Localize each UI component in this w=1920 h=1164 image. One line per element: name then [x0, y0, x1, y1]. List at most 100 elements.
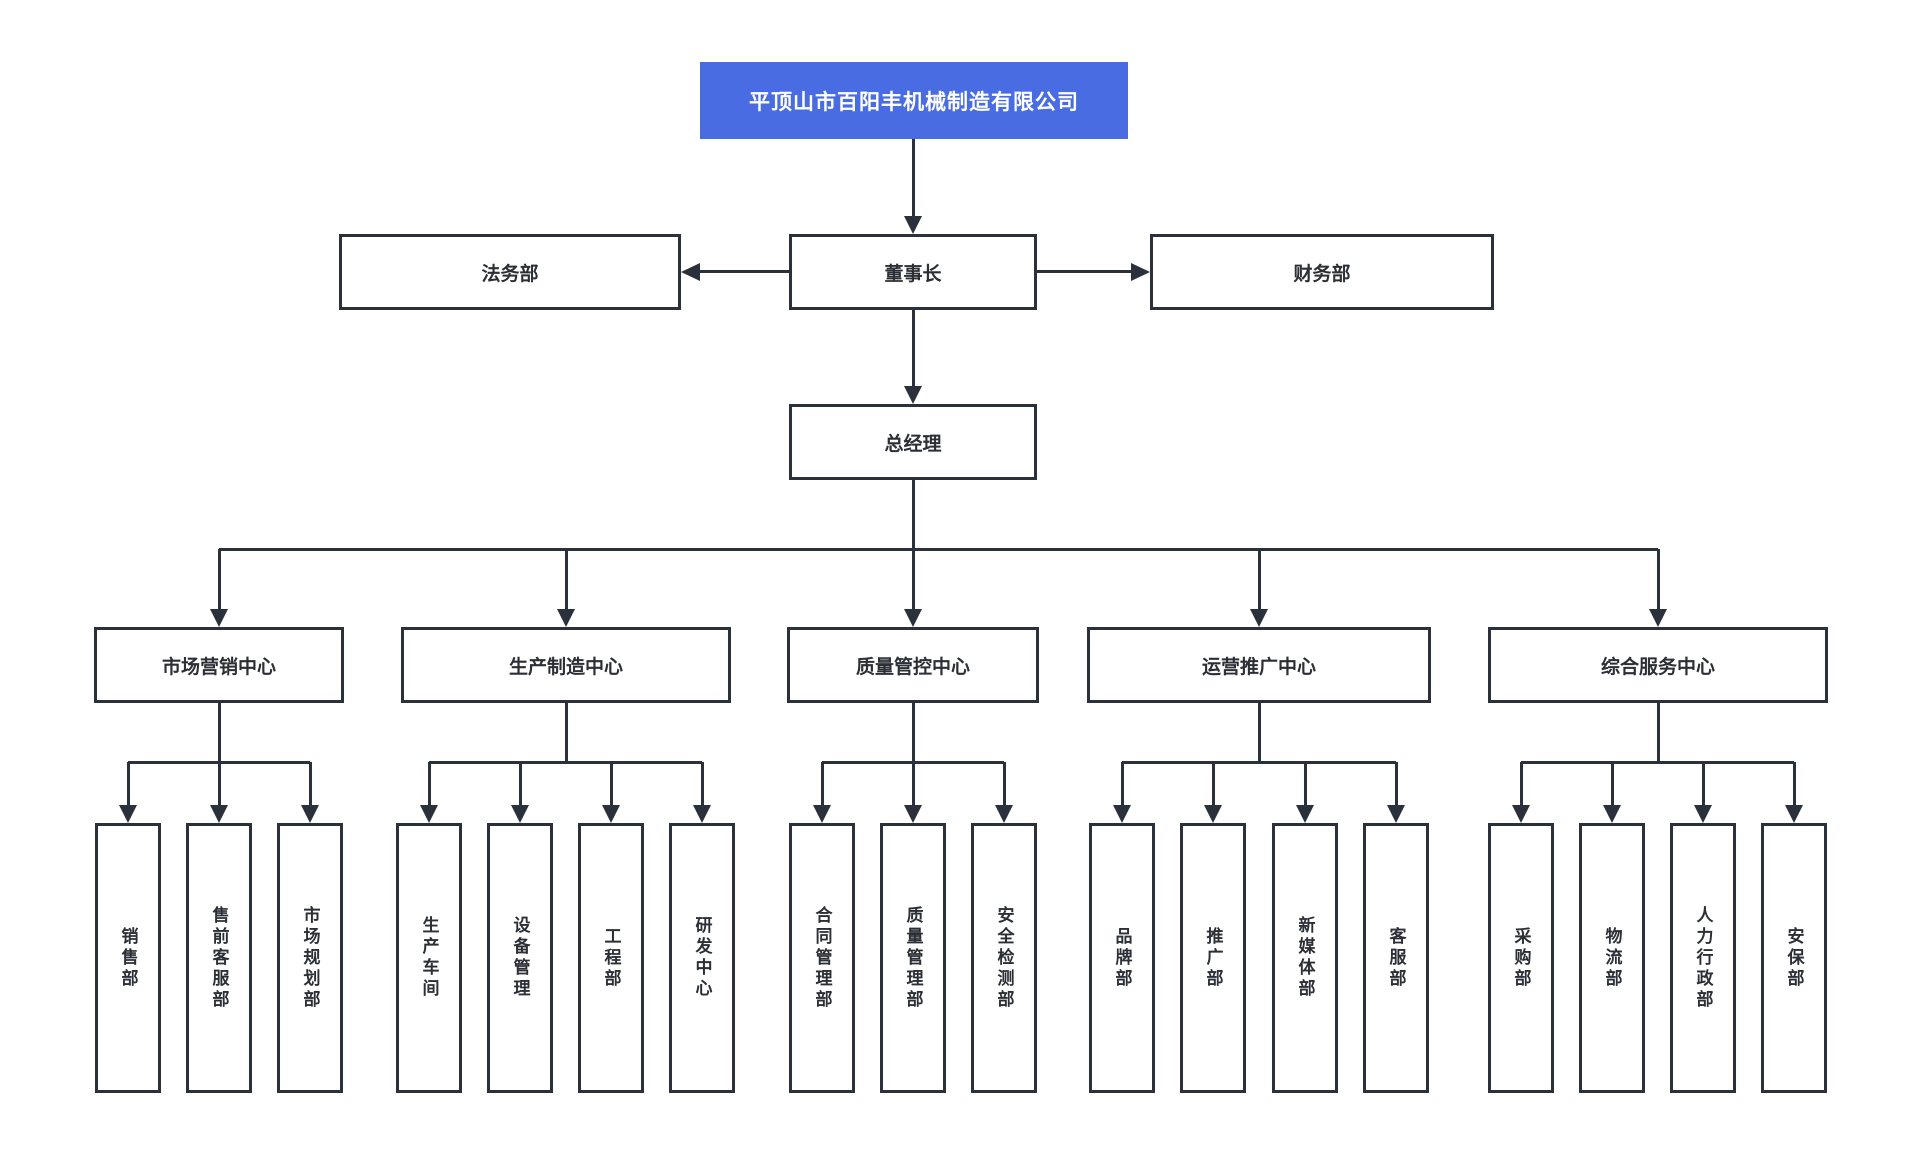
node-general-manager: 总经理 [789, 404, 1037, 480]
arrowhead-drop-safety [995, 805, 1013, 823]
connector-stub-marketing [218, 703, 221, 764]
connector-drop-safety [1003, 762, 1006, 807]
arrowhead-chairman-legal [681, 263, 700, 281]
connector-drop-presales [218, 762, 221, 807]
arrowhead-drop-hr-admin [1694, 805, 1712, 823]
node-safety-inspection-dept: 安全检测部 [971, 823, 1037, 1093]
node-label: 法务部 [481, 263, 539, 285]
node-label: 运营推广中心 [1201, 656, 1316, 678]
node-label: 平顶山市百阳丰机械制造有限公司 [749, 90, 1079, 114]
connector-gm-stub [912, 480, 915, 551]
node-promotion-dept: 推广部 [1180, 823, 1246, 1093]
arrowhead-drop-workshop [420, 805, 438, 823]
node-center-production: 生产制造中心 [401, 627, 731, 703]
node-label: 人力行政部 [1693, 905, 1713, 1011]
connector-stub-operations [1258, 703, 1261, 764]
node-label: 市场营销中心 [161, 656, 276, 678]
node-label: 设备管理 [510, 916, 530, 1000]
node-center-operations: 运营推广中心 [1087, 627, 1431, 703]
node-label: 工程部 [601, 926, 621, 990]
connector-drop-quality-mgmt [912, 762, 915, 807]
node-label: 安全检测部 [994, 905, 1014, 1011]
connector-drop-equipment [519, 762, 522, 807]
connector-drop-quality [912, 549, 915, 611]
connector-centers-rail [219, 548, 1658, 551]
node-finance-dept: 财务部 [1150, 234, 1494, 310]
node-hr-admin-dept: 人力行政部 [1670, 823, 1736, 1093]
connector-drop-security [1793, 762, 1796, 807]
node-label: 客服部 [1386, 926, 1406, 990]
arrowhead-drop-brand [1113, 805, 1131, 823]
node-label: 采购部 [1511, 926, 1531, 990]
node-label: 质量管理部 [903, 905, 923, 1011]
node-equipment-management: 设备管理 [487, 823, 553, 1093]
connector-drop-engineering [610, 762, 613, 807]
node-security-dept: 安保部 [1761, 823, 1827, 1093]
connector-drop-operations [1258, 549, 1261, 611]
arrowhead-drop-engineering [602, 805, 620, 823]
node-sales-dept: 销售部 [95, 823, 161, 1093]
connector-drop-rd [701, 762, 704, 807]
arrowhead-drop-market-planning [301, 805, 319, 823]
node-logistics-dept: 物流部 [1579, 823, 1645, 1093]
connector-drop-contract [821, 762, 824, 807]
connector-stub-services [1657, 703, 1660, 764]
node-label: 综合服务中心 [1600, 656, 1715, 678]
arrowhead-drop-procurement [1512, 805, 1530, 823]
connector-drop-logistics [1611, 762, 1614, 807]
arrowhead-drop-production [557, 609, 575, 627]
connector-drop-market-planning [309, 762, 312, 807]
connector-drop-new-media [1304, 762, 1307, 807]
node-label: 推广部 [1203, 926, 1223, 990]
node-center-services: 综合服务中心 [1488, 627, 1828, 703]
connector-drop-marketing [218, 549, 221, 611]
arrowhead-drop-rd [693, 805, 711, 823]
node-brand-dept: 品牌部 [1089, 823, 1155, 1093]
connector-drop-production [565, 549, 568, 611]
arrowhead-drop-customer-service [1387, 805, 1405, 823]
connector-chairman-legal [700, 270, 789, 273]
node-presales-service-dept: 售前客服部 [186, 823, 252, 1093]
arrowhead-root-chairman [904, 216, 922, 234]
node-center-quality: 质量管控中心 [787, 627, 1039, 703]
node-customer-service-dept: 客服部 [1363, 823, 1429, 1093]
connector-stub-quality [912, 703, 915, 764]
arrowhead-chairman-finance [1131, 263, 1150, 281]
node-label: 生产制造中心 [508, 656, 623, 678]
connector-drop-brand [1121, 762, 1124, 807]
node-label: 研发中心 [692, 916, 712, 1000]
node-label: 生产车间 [419, 916, 439, 1000]
node-label: 销售部 [118, 926, 138, 990]
arrowhead-drop-security [1785, 805, 1803, 823]
arrowhead-drop-sales [119, 805, 137, 823]
node-rd-center: 研发中心 [669, 823, 735, 1093]
connector-drop-promotion [1212, 762, 1215, 807]
arrowhead-drop-contract [813, 805, 831, 823]
connector-root-chairman [912, 139, 915, 217]
connector-drop-procurement [1520, 762, 1523, 807]
node-label: 合同管理部 [812, 905, 832, 1011]
arrowhead-chairman-gm [904, 386, 922, 404]
node-label: 安保部 [1784, 926, 1804, 990]
arrowhead-drop-marketing [210, 609, 228, 627]
node-label: 市场规划部 [300, 905, 320, 1011]
connector-rail-operations [1122, 761, 1396, 764]
connector-rail-services [1521, 761, 1794, 764]
connector-drop-customer-service [1395, 762, 1398, 807]
arrowhead-drop-operations [1250, 609, 1268, 627]
node-label: 总经理 [884, 433, 942, 455]
node-market-planning-dept: 市场规划部 [277, 823, 343, 1093]
arrowhead-drop-promotion [1204, 805, 1222, 823]
arrowhead-drop-new-media [1296, 805, 1314, 823]
arrowhead-drop-presales [210, 805, 228, 823]
node-legal-dept: 法务部 [339, 234, 681, 310]
arrowhead-drop-quality [904, 609, 922, 627]
connector-drop-sales [127, 762, 130, 807]
connector-chairman-gm [912, 310, 915, 387]
arrowhead-drop-quality-mgmt [904, 805, 922, 823]
node-engineering-dept: 工程部 [578, 823, 644, 1093]
node-label: 物流部 [1602, 926, 1622, 990]
node-label: 售前客服部 [209, 905, 229, 1011]
node-root-company: 平顶山市百阳丰机械制造有限公司 [700, 62, 1128, 139]
connector-rail-production [429, 761, 702, 764]
